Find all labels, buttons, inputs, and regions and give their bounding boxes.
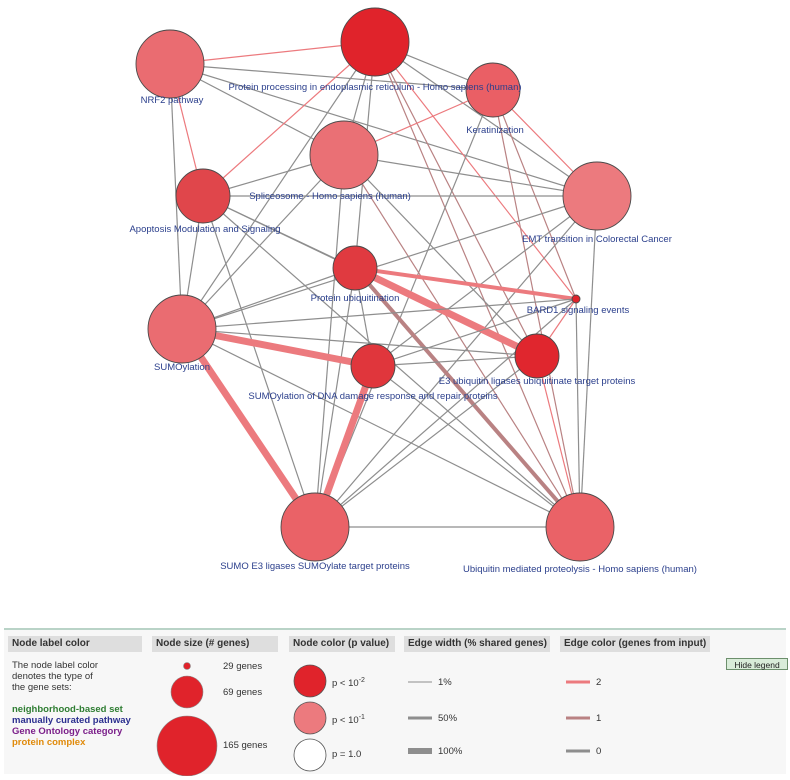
node-sumoylation[interactable] bbox=[147, 294, 217, 364]
edge-apoptosis-sumo-e3 bbox=[202, 195, 316, 528]
legend-panel: Node label color Node size (# genes) Nod… bbox=[4, 628, 788, 776]
hide-legend-button[interactable]: Hide legend bbox=[726, 658, 788, 670]
edge-protein-processing-er-apoptosis bbox=[202, 41, 376, 197]
edge-bard1-sumoylation bbox=[181, 298, 577, 330]
node-spliceosome[interactable] bbox=[309, 120, 379, 190]
node-sumo-e3[interactable] bbox=[280, 492, 350, 562]
node-label-emt: EMT transition in Colorectal Cancer bbox=[522, 234, 672, 245]
legend-color-circle-2 bbox=[293, 701, 327, 735]
legend-color-label-1: p < 10-2 bbox=[332, 677, 365, 690]
edge-sumo-dna-damage-e3-ubiquitin bbox=[372, 355, 538, 367]
legend-size-circle-large bbox=[156, 715, 218, 776]
legend-description-line: The node label color bbox=[12, 660, 99, 671]
legend-type-gene-ontology: Gene Ontology category bbox=[12, 726, 123, 737]
node-keratinization[interactable] bbox=[465, 62, 521, 118]
node-sumo-dna-damage[interactable] bbox=[350, 343, 396, 389]
edge-spliceosome-sumoylation bbox=[181, 154, 345, 330]
edge-protein-ubiquitination-bard1 bbox=[354, 266, 577, 301]
legend-size-label-69: 69 genes bbox=[223, 687, 263, 698]
node-label-bard1: BARD1 signaling events bbox=[527, 305, 630, 316]
legend-header-edge-width: Edge width (% shared genes) bbox=[404, 636, 550, 652]
edge-emt-sumoylation bbox=[181, 195, 598, 330]
labels-layer: Protein processing in endoplasmic reticu… bbox=[129, 82, 696, 575]
edge-emt-ubiquitin-proteolysis bbox=[579, 195, 598, 528]
edge-sumo-dna-damage-ubiquitin-proteolysis bbox=[372, 365, 581, 528]
edge-e3-ubiquitin-sumo-e3 bbox=[314, 355, 538, 528]
legend-type-neighborhood: neighborhood-based set bbox=[12, 704, 123, 715]
legend-color-circle-1 bbox=[293, 664, 327, 698]
network-graph: Protein processing in endoplasmic reticu… bbox=[129, 7, 697, 575]
node-apoptosis[interactable] bbox=[175, 168, 231, 224]
nodes-layer bbox=[135, 7, 632, 562]
node-label-keratinization: Keratinization bbox=[466, 125, 524, 136]
legend-size-circle-medium bbox=[170, 675, 204, 709]
legend-edge-width-label-50: 50% bbox=[438, 713, 458, 724]
legend-header-edge-color: Edge color (genes from input) bbox=[560, 636, 710, 652]
legend-edge-width-label-100: 100% bbox=[438, 746, 463, 757]
node-protein-ubiquitination[interactable] bbox=[332, 245, 378, 291]
node-label-nrf2: NRF2 pathway bbox=[141, 95, 204, 106]
legend-edge-color-label-2: 2 bbox=[596, 677, 602, 688]
node-label-protein-processing-er: Protein processing in endoplasmic reticu… bbox=[228, 82, 521, 93]
legend-size-label-165: 165 genes bbox=[223, 740, 268, 751]
edge-protein-ubiquitination-ubiquitin-proteolysis bbox=[353, 266, 582, 529]
legend-edge-color-label-1: 1 bbox=[596, 713, 602, 724]
legend-type-protein-complex: protein complex bbox=[12, 737, 86, 748]
legend-edge-width-label-1: 1% bbox=[438, 677, 452, 688]
edge-bard1-sumo-dna-damage bbox=[372, 298, 577, 367]
legend-size-circle-small bbox=[183, 662, 191, 670]
node-e3-ubiquitin[interactable] bbox=[514, 333, 560, 379]
edge-emt-sumo-dna-damage bbox=[372, 195, 598, 367]
edge-keratinization-ubiquitin-proteolysis bbox=[492, 89, 581, 528]
node-label-sumoylation: SUMOylation bbox=[154, 362, 210, 373]
node-label-sumo-e3: SUMO E3 ligases SUMOylate target protein… bbox=[220, 561, 410, 572]
edge-nrf2-keratinization bbox=[169, 63, 494, 91]
edge-protein-processing-er-bard1 bbox=[374, 41, 577, 300]
legend-type-list: neighborhood-based set manually curated … bbox=[12, 704, 131, 748]
edge-keratinization-bard1 bbox=[492, 89, 577, 300]
legend-color-label-2: p < 10-1 bbox=[332, 714, 365, 727]
legend-header-node-size: Node size (# genes) bbox=[152, 636, 278, 652]
edge-sumoylation-sumo-e3 bbox=[179, 327, 318, 529]
edge-sumoylation-e3-ubiquitin bbox=[181, 328, 538, 357]
node-protein-processing-er[interactable] bbox=[340, 7, 410, 77]
edges-layer bbox=[169, 41, 598, 529]
legend-description-line: the gene sets: bbox=[12, 682, 72, 693]
edge-sumoylation-ubiquitin-proteolysis bbox=[181, 328, 581, 528]
legend-type-manually-curated: manually curated pathway bbox=[12, 715, 131, 726]
edge-spliceosome-emt bbox=[343, 154, 598, 197]
legend-color-label-3: p = 1.0 bbox=[332, 749, 362, 760]
legend-header-node-color: Node color (p value) bbox=[289, 636, 395, 652]
legend-size-label-29: 29 genes bbox=[223, 661, 263, 672]
node-ubiquitin-proteolysis[interactable] bbox=[545, 492, 615, 562]
edge-spliceosome-ubiquitin-proteolysis bbox=[343, 154, 581, 528]
node-nrf2[interactable] bbox=[135, 29, 205, 99]
legend-description: The node label color denotes the type of… bbox=[12, 660, 98, 693]
legend-graphics bbox=[156, 662, 590, 776]
node-emt[interactable] bbox=[562, 161, 632, 231]
edge-protein-processing-er-emt bbox=[374, 41, 598, 197]
node-label-ubiquitin-proteolysis: Ubiquitin mediated proteolysis - Homo sa… bbox=[463, 564, 697, 575]
node-label-sumo-dna-damage: SUMOylation of DNA damage response and r… bbox=[248, 391, 497, 402]
edge-protein-processing-er-sumoylation bbox=[181, 41, 376, 330]
legend-edge-color-label-0: 0 bbox=[596, 746, 602, 757]
node-bard1[interactable] bbox=[571, 294, 581, 304]
edge-spliceosome-sumo-e3 bbox=[314, 154, 345, 528]
legend-color-circle-3 bbox=[293, 738, 327, 772]
node-label-apoptosis: Apoptosis Modulation and Signaling bbox=[129, 224, 280, 235]
edge-protein-ubiquitination-sumo-e3 bbox=[314, 267, 356, 528]
edge-protein-ubiquitination-e3-ubiquitin bbox=[353, 264, 539, 360]
node-label-spliceosome: Spliceosome - Homo sapiens (human) bbox=[249, 191, 411, 202]
legend-header-node-label-color: Node label color bbox=[8, 636, 142, 652]
edge-bard1-ubiquitin-proteolysis bbox=[575, 298, 581, 528]
node-label-e3-ubiquitin: E3 ubiquitin ligases ubiquitinate target… bbox=[439, 376, 636, 387]
node-label-protein-ubiquitination: Protein ubiquitination bbox=[311, 293, 400, 304]
legend-description-line: denotes the type of bbox=[12, 671, 93, 682]
